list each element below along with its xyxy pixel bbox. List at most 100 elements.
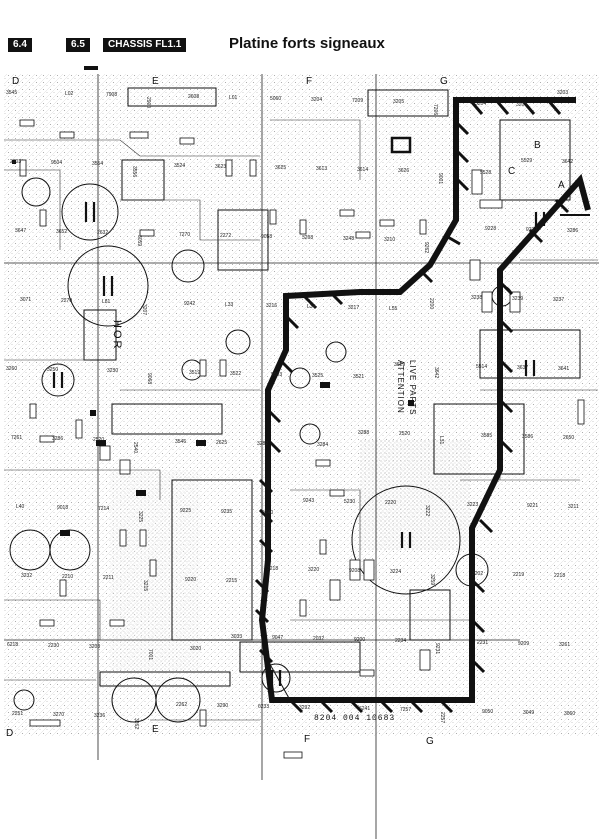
grid-label: D [12,76,19,87]
component-ref: 2203 [10,159,21,165]
component-ref: 3218 [267,566,278,572]
component-ref: 3637 [517,365,528,371]
component-ref: 3071 [20,297,31,303]
component-ref: 9068 [146,373,152,384]
component-ref: 2262 [176,702,187,708]
component-ref: 3210 [384,237,395,243]
component-ref: L33 [225,302,234,308]
component-ref: 2900 [145,97,151,108]
component-ref: 2520 [399,431,410,437]
component-ref: 3284 [317,442,328,448]
component-ref: 3205 [393,99,404,105]
component-ref: L01 [229,95,238,101]
component-ref: 7206 [432,104,438,115]
component-ref: 3292 [299,705,310,711]
grid-label: G [426,736,434,747]
component-ref: 9208 [349,568,360,574]
component-ref: 2632 [97,230,108,236]
component-ref: 2215 [226,578,237,584]
component-ref: 2200 [428,298,434,309]
component-ref: 6218 [7,642,18,648]
component-ref: 3033 [231,634,242,640]
component-ref: 3207 [141,304,147,315]
component-ref: 3282 [257,441,268,447]
grid-label: F [306,76,312,87]
component-ref: 3586 [522,434,533,440]
component-ref: 3522 [230,371,241,377]
component-ref: 3232 [21,573,32,579]
component-ref: 2540 [132,442,138,453]
component-ref: 3286 [567,228,578,234]
component-ref: 3647 [15,228,26,234]
component-ref: 2210 [62,574,73,580]
component-ref: 3521 [353,374,364,380]
component-ref: 9240 [262,510,273,516]
component-ref: 2234 [395,638,406,644]
component-ref: 9504 [51,160,62,166]
grid-label: A [558,180,565,191]
live-parts-warning: ATTENTION LIVE PARTS [396,360,417,416]
component-ref: 9200 [354,637,365,643]
component-ref: 9228 [485,226,496,232]
grid-label: E [152,76,159,87]
component-ref: 2230 [48,643,59,649]
component-ref: 3641 [558,366,569,372]
component-ref: 9047 [272,635,283,641]
component-ref: 9050 [482,709,493,715]
component-ref: 9225 [180,508,191,514]
component-ref: 3211 [568,504,579,510]
component-ref: 9001 [437,173,443,184]
warning-line-live-parts: LIVE PARTS [408,360,417,416]
component-ref: 3519 [189,370,200,376]
component-ref: 3059 [136,235,142,246]
component-ref: 9220 [185,577,196,583]
component-ref: 9242 [184,301,195,307]
component-ref: 9262 [423,242,429,253]
component-ref: 3286 [52,436,63,442]
component-ref: 3239 [512,296,523,302]
component-ref: 2270 [61,298,72,304]
boundary-hatching [254,99,570,714]
component-ref: 3270 [53,712,64,718]
component-ref: 3215 [142,580,148,591]
component-ref: 7209 [352,98,363,104]
component-ref: 9209 [518,641,529,647]
component-ref: L40 [16,504,25,510]
component-ref: 3223 [467,502,478,508]
component-ref: 2251 [12,711,23,717]
component-ref: 3204 [311,97,322,103]
component-ref: 9058 [261,234,272,240]
grid-labels-top: D E F G [12,76,448,87]
connector-pins [12,66,590,536]
component-ref: 3546 [175,439,186,445]
component-ref: 3642 [562,159,573,165]
component-ref: 3238 [471,295,482,301]
component-ref: 3202 [472,571,483,577]
component-ref: 9230 [526,227,537,233]
component-ref: 3225 [137,511,143,522]
component-ref: 2032 [313,636,324,642]
component-ref: 5514 [476,364,487,370]
component-ref: 3204 [475,101,486,107]
component-ref: 3230 [107,368,118,374]
component-ref: 3049 [523,710,534,716]
grid-labels-right: B C A [508,140,565,191]
component-ref: 3554 [92,161,103,167]
grid-label: G [440,76,448,87]
component-ref: 3556 [131,166,137,177]
chassis-tag: CHASSIS FL1.1 [103,38,187,52]
board-number: 8204 004 10683 [314,714,395,723]
component-ref: 7001 [147,649,153,660]
component-ref: 2625 [216,440,227,446]
component-ref: L81 [102,299,111,305]
component-ref: L55 [389,306,398,312]
component-ref: 5060 [270,96,281,102]
component-ref: 9221 [527,503,538,509]
component-ref: 3652 [56,229,67,235]
component-ref: 3268 [302,235,313,241]
component-ref: 9503 [271,372,282,378]
component-ref: 3260 [6,366,17,372]
pcb-layout-diagram: D E F G D E F G B C A [4,66,599,839]
component-ref: 3259 [429,574,435,585]
component-ref: 3216 [266,303,277,309]
